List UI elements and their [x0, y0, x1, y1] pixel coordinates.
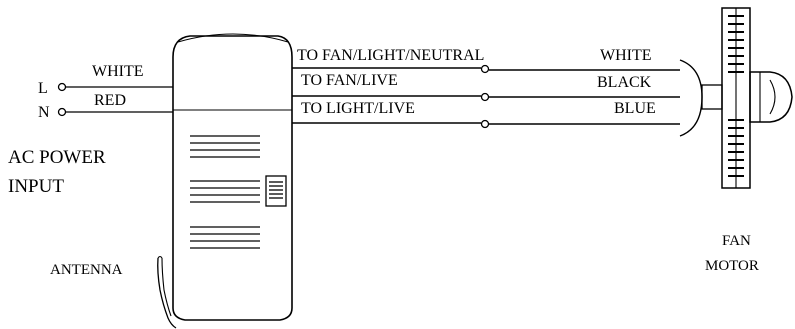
terminal-n	[57, 107, 67, 117]
fan-motor: FAN MOTOR	[679, 7, 793, 274]
fan-motor-label-line1: FAN	[722, 233, 751, 249]
dip-switch-icon	[265, 175, 287, 207]
vent-slots	[190, 135, 260, 249]
output-1-label: TO FAN/LIGHT/NEUTRAL	[297, 47, 484, 64]
antenna-wire-a	[157, 257, 177, 329]
motor-terminal-cap	[679, 59, 703, 137]
terminal-l	[57, 82, 67, 92]
output-3-splice	[480, 119, 490, 129]
motor-flange-ribs	[728, 15, 744, 177]
output-wires: TO FAN/LIGHT/NEUTRAL WHITE TO FAN/LIVE B…	[292, 47, 680, 129]
output-2-color: BLACK	[597, 74, 652, 91]
antenna-tip	[157, 255, 163, 259]
motor-shaft	[701, 84, 723, 110]
power-input: L WHITE N RED AC POWER INPUT	[8, 63, 173, 197]
antenna-label: ANTENNA	[50, 262, 123, 278]
wire-l-color: WHITE	[92, 63, 144, 80]
motor-hub-detail	[769, 79, 776, 115]
terminal-n-label: N	[38, 104, 50, 121]
fan-motor-label-line2: MOTOR	[705, 258, 759, 274]
output-3-color: BLUE	[614, 100, 656, 117]
output-1-color: WHITE	[600, 47, 652, 64]
antenna: ANTENNA	[50, 255, 177, 329]
terminal-l-label: L	[38, 80, 48, 97]
output-1-splice	[480, 64, 490, 74]
motor-hub	[749, 71, 793, 123]
power-caption-line1: AC POWER	[8, 147, 106, 168]
wire-n-color: RED	[94, 92, 126, 109]
output-2-splice	[480, 92, 490, 102]
power-caption-line2: INPUT	[8, 176, 64, 197]
receiver-top-edge	[177, 33, 289, 43]
receiver-body	[172, 35, 293, 321]
antenna-wire-b	[161, 257, 172, 317]
output-2-label: TO FAN/LIVE	[301, 72, 398, 89]
output-3-label: TO LIGHT/LIVE	[301, 100, 415, 117]
receiver-unit	[172, 33, 293, 321]
